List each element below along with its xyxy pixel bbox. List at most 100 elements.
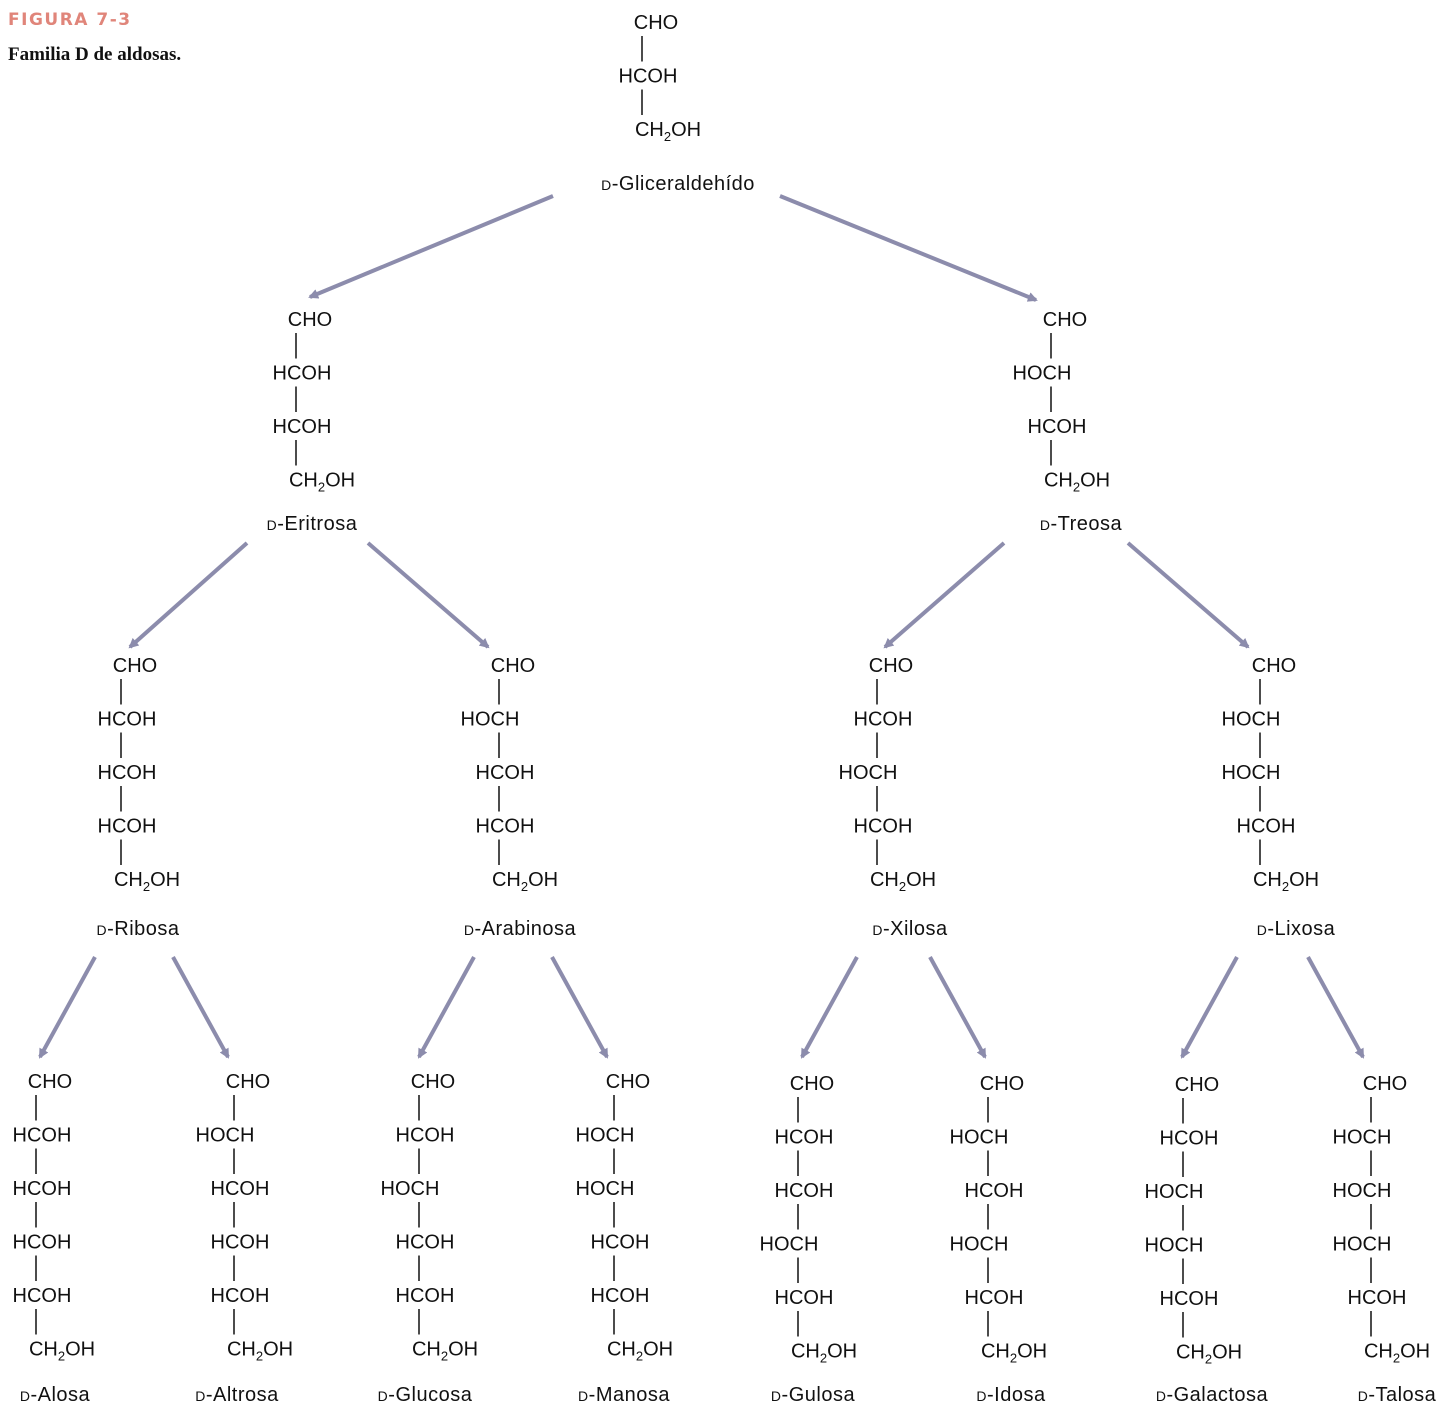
sugar-name-idosa: D-Idosa [976,1384,1046,1405]
carbon-group-ch2oh: CH2OH [1044,470,1110,495]
carbon-group-hcoh: HCOH [1160,1288,1219,1310]
carbon-group-ch2oh: CH2OH [412,1339,478,1364]
carbon-group-hoch: HOCH [1145,1181,1204,1203]
carbon-group-ch2oh: CH2OH [635,119,701,144]
sugar-name-glucosa: D-Glucosa [378,1384,473,1405]
carbon-group-hcoh: HCOH [13,1125,72,1147]
sugar-name-galactosa: D-Galactosa [1156,1384,1269,1405]
arrow-xilosa-to-idosa [928,956,987,1059]
sugar-talosa: CHO HOCH HOCH HOCH HCOH CH2OH D-Talosa [1333,1073,1437,1405]
carbon-group-hoch: HOCH [461,709,520,731]
carbon-group-hcoh: HCOH [98,709,157,731]
carbon-group-ch2oh: CH2OH [29,1339,95,1364]
carbon-group-hcoh: HCOH [396,1125,455,1147]
carbon-group-hcoh: HCOH [211,1178,270,1200]
arrow-arabinosa-to-manosa [550,956,609,1059]
carbon-group-hcoh: HCOH [98,816,157,838]
carbon-group-hoch: HOCH [1222,709,1281,731]
carbon-group-ch2oh: CH2OH [791,1341,857,1366]
arrow-eritrosa-to-ribosa [128,541,249,649]
carbon-group-cho: CHO [980,1073,1024,1095]
carbon-group-hoch: HOCH [950,1234,1009,1256]
carbon-group-hcoh: HCOH [476,762,535,784]
carbon-group-hoch: HOCH [576,1125,635,1147]
arrow-ribosa-to-altrosa [171,956,230,1059]
carbon-group-ch2oh: CH2OH [114,869,180,894]
carbon-group-cho: CHO [634,12,678,34]
sugar-name-xilosa: D-Xilosa [872,918,948,940]
carbon-group-ch2oh: CH2OH [1364,1341,1430,1366]
carbon-group-hcoh: HCOH [619,66,678,88]
carbon-group-hoch: HOCH [1333,1127,1392,1149]
carbon-group-hcoh: HCOH [591,1232,650,1254]
arrow-treosa-to-lixosa [1126,541,1250,649]
sugars-layer: CHOHCOHCH2OHD-GliceraldehídoCHOHCOHHCOHC… [13,12,1437,1405]
carbon-group-cho: CHO [869,655,913,677]
sugar-name-alosa: D-Alosa [20,1384,91,1405]
carbon-group-hoch: HOCH [576,1178,635,1200]
carbon-group-cho: CHO [288,309,332,331]
carbon-group-cho: CHO [1363,1073,1407,1095]
carbon-group-ch2oh: CH2OH [289,470,355,495]
carbon-group-cho: CHO [226,1071,270,1093]
carbon-group-cho: CHO [491,655,535,677]
carbon-group-cho: CHO [1043,309,1087,331]
carbon-group-hcoh: HCOH [1028,416,1087,438]
carbon-group-hoch: HOCH [1013,363,1072,385]
arrow-lixosa-to-talosa [1306,956,1365,1059]
carbon-group-cho: CHO [28,1071,72,1093]
carbon-group-hoch: HOCH [1333,1234,1392,1256]
carbon-group-hoch: HOCH [760,1234,819,1256]
carbon-group-cho: CHO [606,1071,650,1093]
carbon-group-hcoh: HCOH [965,1180,1024,1202]
carbon-group-hcoh: HCOH [13,1232,72,1254]
carbon-group-ch2oh: CH2OH [492,869,558,894]
sugar-name-ribosa: D-Ribosa [96,918,179,940]
arrow-eritrosa-to-arabinosa [366,541,490,649]
carbon-group-ch2oh: CH2OH [1176,1342,1242,1367]
carbon-group-ch2oh: CH2OH [227,1339,293,1364]
carbon-group-hcoh: HCOH [965,1287,1024,1309]
sugar-name-arabinosa: D-Arabinosa [464,918,577,940]
arrow-gliceraldehido-to-treosa [779,194,1038,302]
sugar-name-gliceraldehido: D-Gliceraldehído [601,173,755,195]
carbon-group-hcoh: HCOH [273,416,332,438]
carbon-group-hcoh: HCOH [211,1285,270,1307]
carbon-group-cho: CHO [790,1073,834,1095]
sugar-name-lixosa: D-Lixosa [1257,918,1336,940]
arrow-lixosa-to-galactosa [1180,956,1239,1059]
sugar-gliceraldehido: CHO HCOH CH2OH D-Gliceraldehído [601,12,755,195]
carbon-group-hcoh: HCOH [1160,1128,1219,1150]
carbon-group-hcoh: HCOH [273,363,332,385]
carbon-group-hcoh: HCOH [13,1285,72,1307]
carbon-group-hcoh: HCOH [13,1178,72,1200]
figure-label: FIGURA 7-3 [8,10,132,30]
carbon-group-hoch: HOCH [1333,1180,1392,1202]
carbon-group-ch2oh: CH2OH [607,1339,673,1364]
arrows-layer [38,194,1365,1059]
carbon-group-hoch: HOCH [1145,1235,1204,1257]
sugar-name-talosa: D-Talosa [1358,1384,1437,1405]
arrow-arabinosa-to-glucosa [417,956,476,1059]
carbon-group-cho: CHO [1252,655,1296,677]
carbon-group-hoch: HOCH [381,1178,440,1200]
carbon-group-hcoh: HCOH [1237,816,1296,838]
carbon-group-ch2oh: CH2OH [981,1341,1047,1366]
arrow-ribosa-to-alosa [38,956,97,1059]
carbon-group-hcoh: HCOH [396,1285,455,1307]
carbon-group-ch2oh: CH2OH [1253,869,1319,894]
carbon-group-hoch: HOCH [839,762,898,784]
carbon-group-hcoh: HCOH [1348,1287,1407,1309]
carbon-group-ch2oh: CH2OH [870,869,936,894]
